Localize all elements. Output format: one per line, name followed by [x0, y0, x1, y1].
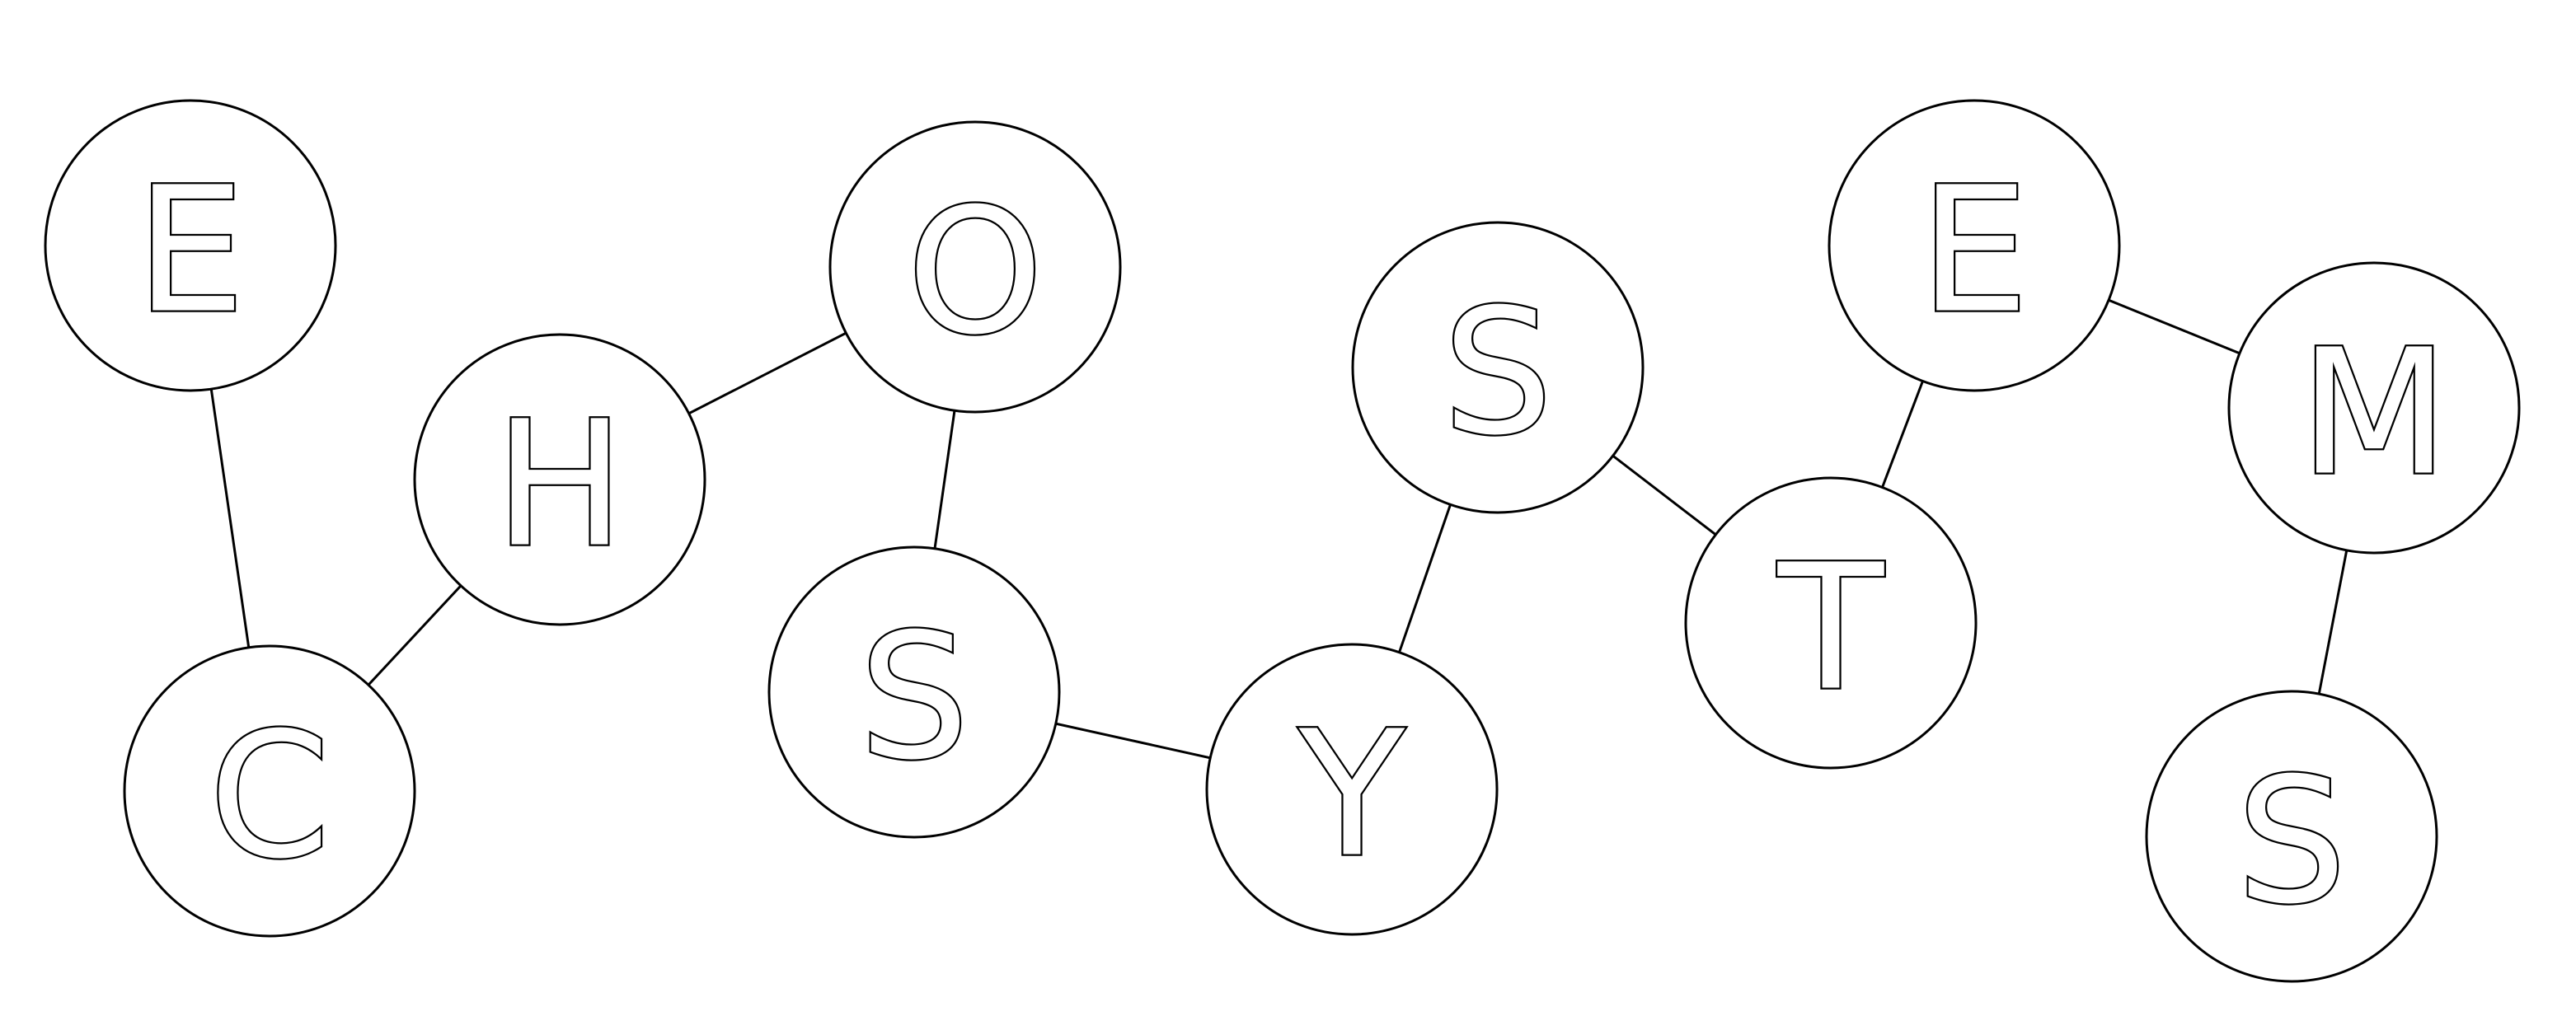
node-circle	[1205, 643, 1499, 936]
node-letter: S	[1443, 272, 1552, 474]
node-t: T	[1684, 476, 1978, 770]
node-letter: T	[1777, 527, 1884, 729]
node-circle	[2227, 261, 2521, 555]
node-letter: C	[209, 695, 331, 897]
node-letter: S	[2236, 741, 2346, 943]
node-circle	[1828, 99, 2121, 392]
node-letter: O	[907, 171, 1043, 373]
node-circle	[1351, 221, 1645, 514]
node-s1: S	[767, 545, 1061, 839]
node-s3: S	[2145, 690, 2438, 983]
node-circle	[44, 99, 337, 392]
node-s2: S	[1351, 221, 1645, 514]
node-e1: E	[44, 99, 337, 392]
node-circle	[413, 333, 706, 626]
node-circle	[767, 545, 1061, 839]
node-e2: E	[1828, 99, 2121, 392]
node-h: H	[413, 333, 706, 626]
node-letter: H	[495, 384, 625, 586]
node-circle	[828, 120, 1122, 414]
node-letter: M	[2299, 312, 2448, 514]
node-c: C	[123, 644, 416, 938]
node-circle	[2145, 690, 2438, 983]
node-m: M	[2227, 261, 2521, 555]
node-letter: E	[1920, 150, 2029, 352]
node-letter: S	[859, 597, 969, 798]
node-circle	[123, 644, 416, 938]
node-circle	[1684, 476, 1978, 770]
node-letter: Y	[1298, 694, 1405, 896]
node-letter: E	[136, 150, 246, 352]
node-y: Y	[1205, 643, 1499, 936]
node-o: O	[828, 120, 1122, 414]
